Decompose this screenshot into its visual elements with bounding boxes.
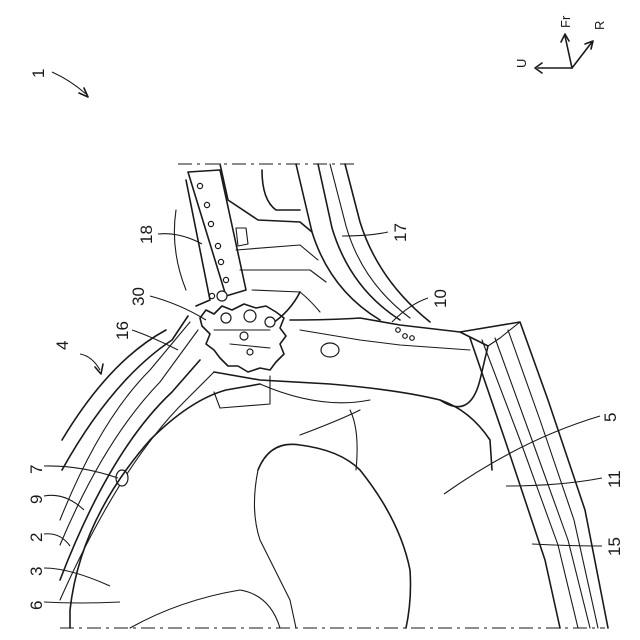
sill-line-3 xyxy=(508,330,598,628)
rear-pillar-panel xyxy=(290,318,488,407)
quarter-crease xyxy=(350,410,357,470)
bracket-hole xyxy=(218,259,223,264)
ref-5: 5 xyxy=(601,413,620,422)
gusset-hole xyxy=(240,332,248,340)
reinforcement-line-1 xyxy=(236,245,318,260)
leader-2 xyxy=(44,534,70,546)
bracket-side xyxy=(174,210,186,290)
right-axis-label: R xyxy=(592,21,607,30)
ref-15: 15 xyxy=(605,537,624,556)
wheelhouse-bulge xyxy=(258,444,411,628)
bolt-b xyxy=(403,334,408,339)
reinforcement-line-3 xyxy=(252,290,320,312)
gusset-hole xyxy=(217,291,227,301)
ref-10: 10 xyxy=(431,289,450,308)
bolt-a xyxy=(396,328,401,333)
assembly-reference: 1 xyxy=(29,69,88,97)
outer-panel-edge xyxy=(62,330,166,440)
bracket-tab xyxy=(236,228,248,246)
bracket-18 xyxy=(174,170,248,306)
quarter-crease-2 xyxy=(300,410,360,435)
door-opening-frame xyxy=(70,372,492,628)
leader-30 xyxy=(150,296,206,320)
leader-4 xyxy=(80,354,100,370)
lower-floor-line xyxy=(130,590,280,628)
gusset-hole xyxy=(247,349,253,355)
ref-4: 4 xyxy=(53,341,72,350)
gusset-hole xyxy=(265,317,275,327)
ref-17: 17 xyxy=(391,223,410,242)
gusset-hole xyxy=(244,310,256,322)
assembly-number: 1 xyxy=(29,69,48,78)
sill-cap xyxy=(460,322,520,346)
ref-18: 18 xyxy=(137,225,156,244)
reinforcement-window xyxy=(262,170,300,210)
ref-11: 11 xyxy=(605,470,624,488)
roof-side-rail xyxy=(60,316,214,600)
bolt-c xyxy=(410,336,415,341)
bracket-hole xyxy=(197,183,202,188)
sill-line-1 xyxy=(482,340,578,628)
gusset-30 xyxy=(200,291,286,372)
leader-6 xyxy=(44,602,120,603)
ref-3: 3 xyxy=(27,567,46,576)
gusset-hole xyxy=(221,313,231,323)
front-axis-label: Fr xyxy=(558,15,573,28)
bracket-hole xyxy=(215,243,220,248)
ref-7: 7 xyxy=(27,465,46,474)
ref-16: 16 xyxy=(113,321,132,340)
bracket-hole xyxy=(204,202,209,207)
wheelhouse-left xyxy=(254,470,296,628)
ref-30: 30 xyxy=(129,287,148,306)
ref-6: 6 xyxy=(27,601,46,610)
ref-9: 9 xyxy=(27,495,46,504)
direction-indicator: U Fr R xyxy=(514,15,607,73)
ref-2: 2 xyxy=(27,533,46,542)
quarter-inner xyxy=(130,410,411,628)
right-axis-arrow xyxy=(572,42,592,68)
bracket-hole xyxy=(209,293,214,298)
opening-upper-edge xyxy=(214,372,492,470)
up-axis-label: U xyxy=(514,59,529,68)
leader-9 xyxy=(44,495,84,510)
bracket-flange xyxy=(186,180,210,306)
upper-rail xyxy=(296,164,430,322)
bracket-hole xyxy=(208,221,213,226)
reinforcement-line-2 xyxy=(240,270,326,282)
rail-17-edge-2 xyxy=(318,164,400,320)
pillar-hole xyxy=(321,343,339,357)
sill-inner-edge xyxy=(470,338,560,628)
bracket-hole xyxy=(223,277,228,282)
leader-lines xyxy=(44,232,602,603)
assembly-leader xyxy=(52,72,86,94)
pillar-panel-outline xyxy=(290,318,488,407)
leader-18 xyxy=(158,234,202,244)
